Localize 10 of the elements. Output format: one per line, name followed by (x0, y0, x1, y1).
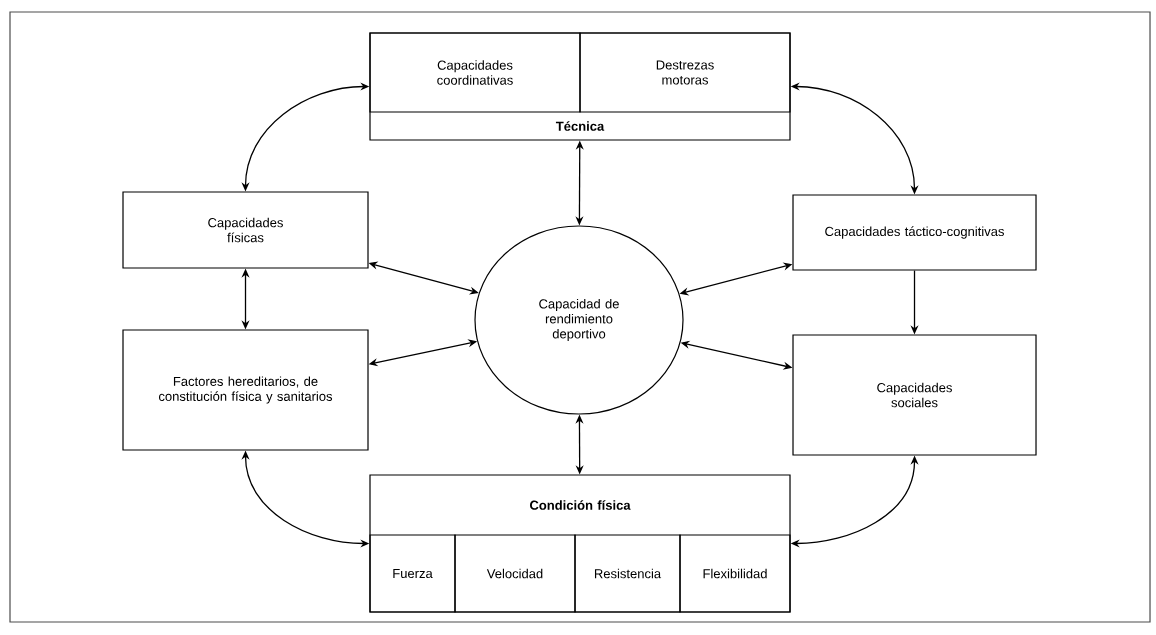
component-cell: Capacidades coordinativas (369, 32, 581, 113)
concept-box: Capacidades táctico-cognitivas (792, 194, 1037, 271)
component-cell: Velocidad (454, 534, 576, 613)
concept-box: Capacidades físicas (122, 191, 369, 269)
concept-box: Factores hereditarios, de constitución física y sanitarios (122, 329, 369, 451)
component-cell: Destrezas motoras (579, 32, 791, 113)
component-cell: Flexibilidad (679, 534, 791, 613)
component-cell: Fuerza (369, 534, 456, 613)
component-cell: Resistencia (574, 534, 681, 613)
concept-box: Capacidades sociales (792, 334, 1037, 456)
